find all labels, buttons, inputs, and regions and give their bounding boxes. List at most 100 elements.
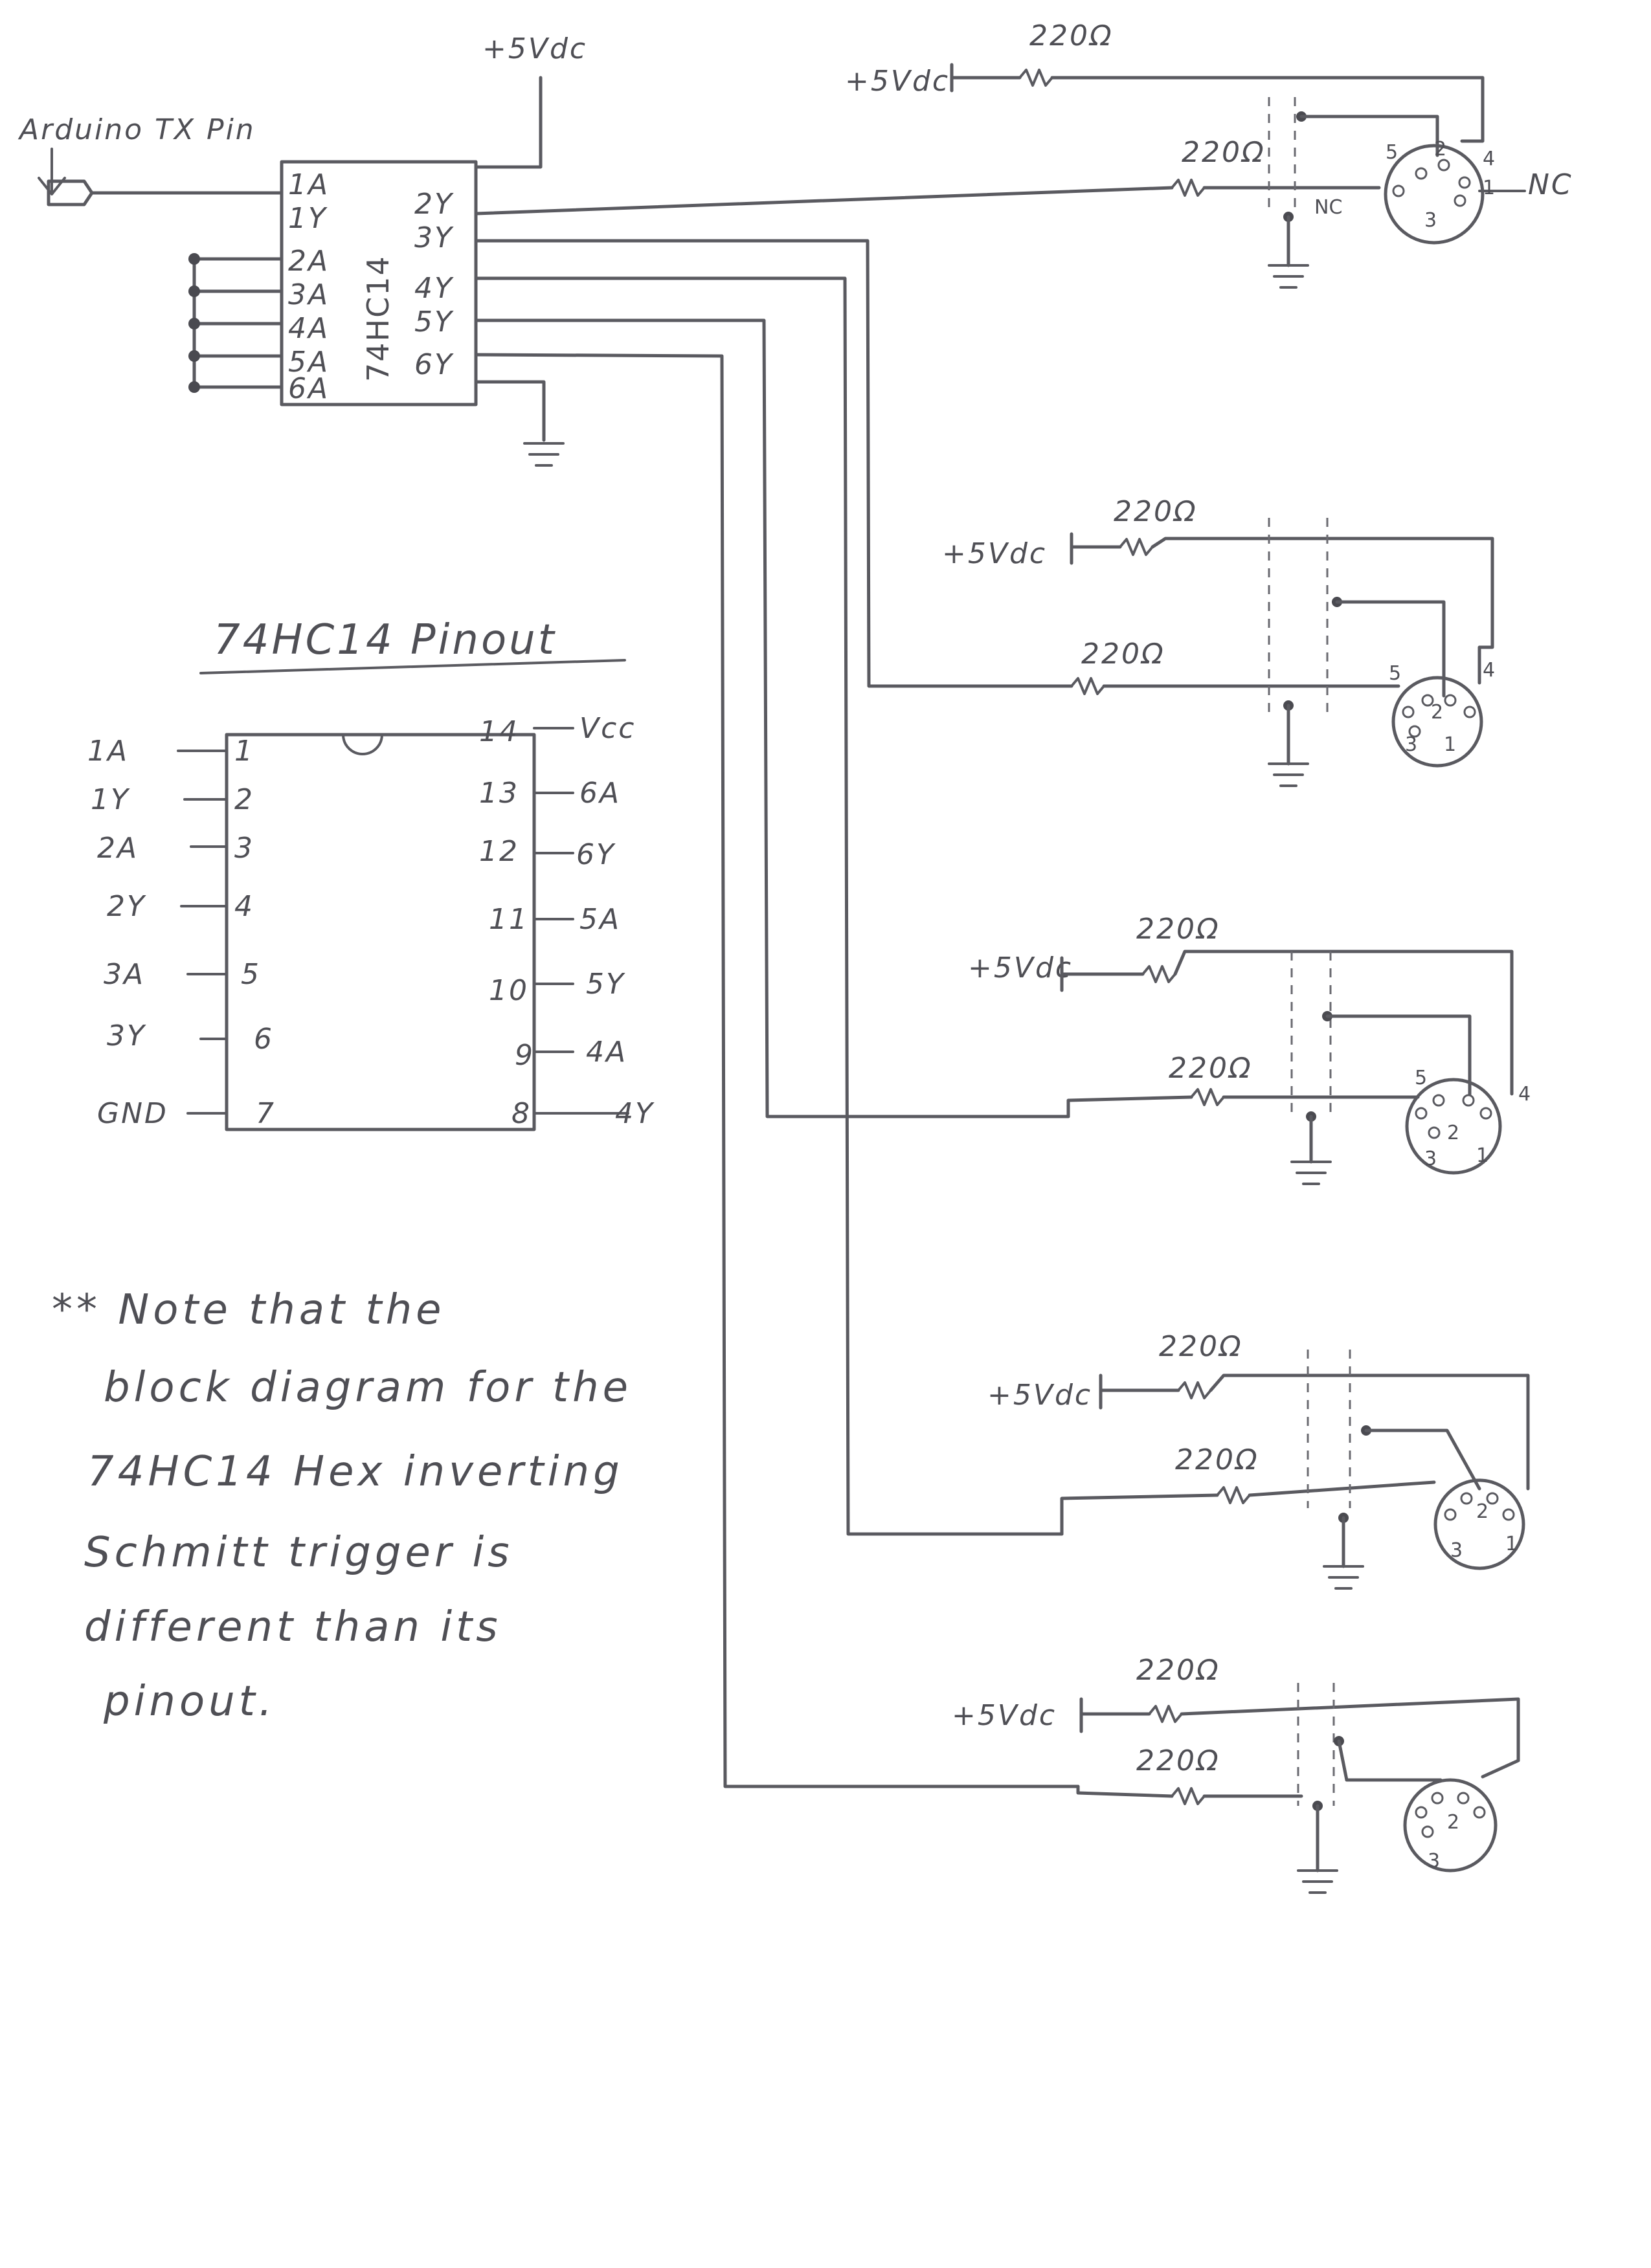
pinout-left-num-5: 5 <box>241 958 261 991</box>
chip-pin-4A: 4A <box>288 312 330 345</box>
pinout-right-name-11: 5A <box>579 903 621 936</box>
output3-r2 <box>1190 1088 1225 1106</box>
chip-pin-2Y: 2Y <box>414 188 454 221</box>
output3-r2-label: 220Ω <box>1169 1052 1253 1085</box>
output1-shield <box>1268 97 1296 207</box>
output3-din-pin2: 2 <box>1447 1122 1459 1144</box>
pinout-title: 74HC14 Pinout <box>214 616 557 664</box>
pinout-right-num-14: 14 <box>479 715 519 748</box>
output-stage-2: +5Vdc 220Ω 220Ω 5 2 4 3 1 <box>942 495 1495 787</box>
output4-r1-label: 220Ω <box>1159 1330 1243 1363</box>
chip-ground-symbol <box>523 442 565 467</box>
top-vcc-label: +5Vdc <box>482 32 587 65</box>
note-line-2: block diagram for the <box>104 1364 632 1412</box>
output2-shield <box>1268 518 1329 718</box>
pinout-left-num-7: 7 <box>256 1097 276 1130</box>
output3-din-pin5: 5 <box>1415 1067 1427 1089</box>
pinout-left-leads <box>177 750 228 1115</box>
wire-2y <box>474 186 1174 216</box>
output5-r2-label: 220Ω <box>1136 1744 1220 1777</box>
output3-shield <box>1290 951 1332 1120</box>
tx-pin-connector <box>47 179 94 206</box>
pinout-left-name-6: 3Y <box>107 1019 146 1052</box>
pinout-right-num-8: 8 <box>511 1097 532 1130</box>
output3-vcc-label: +5Vdc <box>968 951 1073 984</box>
chip-pin-1A: 1A <box>288 168 330 201</box>
pinout-right-num-13: 13 <box>479 777 519 810</box>
pinout-left-num-4: 4 <box>234 890 254 923</box>
pinout-left-name-7: GND <box>97 1097 168 1130</box>
output2-din-socket <box>1391 676 1483 768</box>
output1-r2-label: 220Ω <box>1182 136 1266 169</box>
note-line-5: different than its <box>84 1603 502 1651</box>
top-vcc: +5Vdc <box>474 32 587 184</box>
output5-vcc-wire <box>1079 1697 1151 1733</box>
output5-r1 <box>1148 1705 1183 1723</box>
output1-vcc-label: +5Vdc <box>845 65 950 98</box>
pinout-left-num-3: 3 <box>234 832 254 865</box>
output1-r1-label: 220Ω <box>1029 19 1114 52</box>
output5-pin2-wire <box>1337 1739 1443 1782</box>
output3-pin2-wire <box>1325 1014 1472 1099</box>
note-line-1: ** Note that the <box>52 1286 445 1334</box>
pinout-chip-body <box>225 733 536 1131</box>
output-stage-5: +5Vdc 220Ω 220Ω 2 3 <box>952 1654 1520 1894</box>
output-stage-4: +5Vdc 220Ω 220Ω 2 3 1 <box>987 1330 1530 1590</box>
output5-din-socket <box>1403 1778 1498 1873</box>
note: ** Note that the block diagram for the 7… <box>52 1286 632 1726</box>
pinout-right-num-9: 9 <box>515 1039 535 1072</box>
chip-pin-5A: 5A <box>288 346 330 379</box>
output4-r2-label: 220Ω <box>1175 1443 1259 1476</box>
output-wires <box>474 186 1174 1788</box>
chip-body <box>280 160 478 406</box>
output3-din-socket <box>1405 1078 1502 1175</box>
output2-ground-symbol <box>1268 762 1309 787</box>
pinout-left-num-1: 1 <box>234 735 254 768</box>
tied-inputs-bus <box>192 257 284 389</box>
pinout-right-leads <box>533 727 629 1115</box>
output1-din-pin4: 4 <box>1483 148 1495 170</box>
output3-din-pin1: 1 <box>1476 1144 1488 1167</box>
output5-ground-symbol <box>1297 1869 1338 1894</box>
output3-ground-symbol <box>1290 1161 1332 1185</box>
chip-pin-6A: 6A <box>288 372 330 405</box>
chip-pin-1Y: 1Y <box>288 202 328 235</box>
pinout-right-name-13: 6A <box>579 777 621 810</box>
chip-pin-4Y: 4Y <box>414 272 454 305</box>
output4-vcc-label: +5Vdc <box>987 1379 1092 1412</box>
chip-pin-5Y: 5Y <box>414 306 454 339</box>
chip-pin-6Y: 6Y <box>414 348 454 381</box>
note-line-4: Schmitt trigger is <box>84 1529 513 1577</box>
pinout-title-underline <box>199 659 626 674</box>
wire-3y <box>474 239 1073 688</box>
output2-pin2-wire <box>1335 600 1446 698</box>
output3-din-pin4: 4 <box>1518 1083 1531 1106</box>
chip-pin-3Y: 3Y <box>414 221 454 254</box>
output1-din-pin2: 2 <box>1434 138 1446 161</box>
output2-din-pin1: 1 <box>1444 733 1456 756</box>
output2-din-pin5: 5 <box>1389 662 1401 685</box>
output2-din-pin3: 3 <box>1405 733 1417 756</box>
output5-din-pin2: 2 <box>1447 1811 1459 1834</box>
pinout-right-name-9: 4A <box>586 1036 627 1069</box>
note-line-6: pinout. <box>103 1678 276 1726</box>
pinout-right-num-10: 10 <box>489 974 529 1007</box>
pinout-diagram: 74HC14 Pinout 1A 1Y 2A 2Y 3A 3Y GND 1 2 … <box>87 616 655 1131</box>
output4-r1 <box>1177 1381 1212 1399</box>
pinout-right-num-12: 12 <box>479 835 519 868</box>
pinout-right-num-11: 11 <box>489 903 529 936</box>
pinout-right-name-8: 4Y <box>615 1097 655 1130</box>
chip-ground-wire <box>474 380 546 442</box>
output1-nc-right: NC <box>1528 168 1573 201</box>
pinout-right-name-12: 6Y <box>576 838 616 871</box>
pinout-left-name-1: 1A <box>87 735 129 768</box>
chip-pin-2A: 2A <box>288 245 330 278</box>
pinout-left-name-5: 3A <box>104 958 145 991</box>
top-vcc-wire <box>474 76 543 184</box>
output2-r1 <box>1119 538 1154 556</box>
output4-r2-wire <box>1060 1480 1436 1536</box>
output2-din-pin4: 4 <box>1483 659 1495 682</box>
output1-r1 <box>1018 69 1053 87</box>
output4-shield <box>1307 1350 1351 1508</box>
